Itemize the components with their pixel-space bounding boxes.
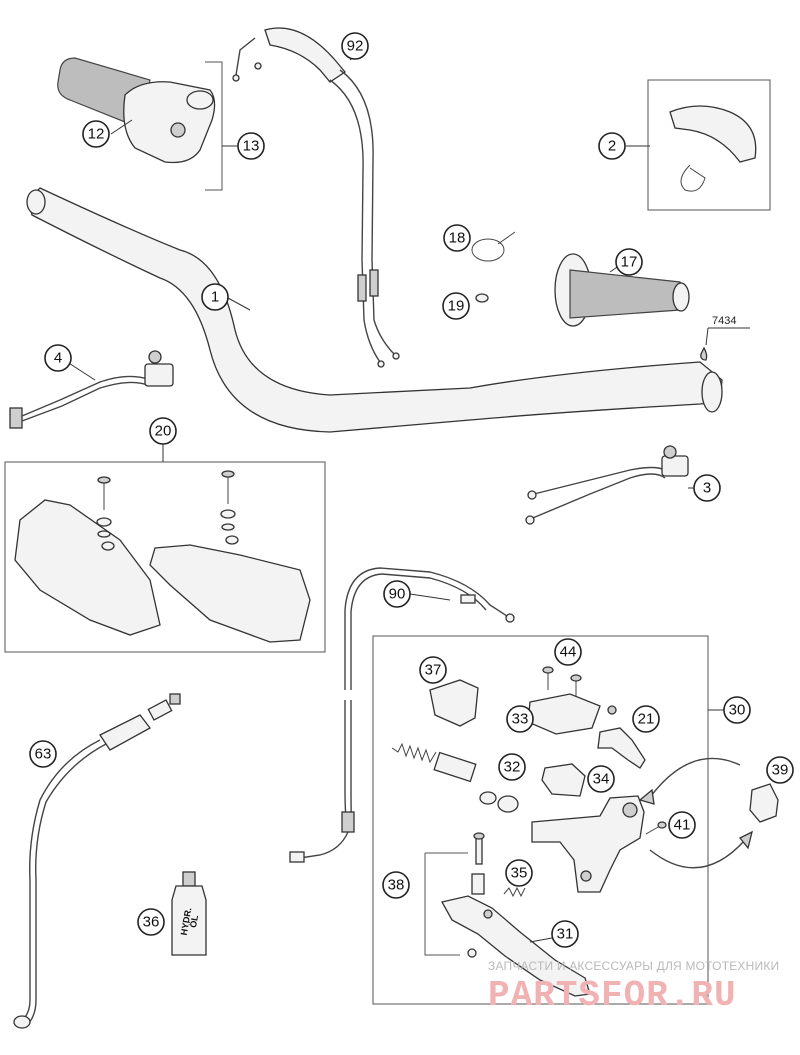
oil-bottle-label-line1: HYDR. bbox=[179, 907, 194, 936]
oil-bottle-label-line2: ÖL bbox=[188, 914, 200, 929]
clutch-parts bbox=[391, 666, 667, 997]
callout-18: 18 bbox=[443, 224, 471, 252]
callout-3: 3 bbox=[693, 474, 721, 502]
watermark-brand: PARTSFOR.RU bbox=[488, 975, 737, 1016]
throttle-cables bbox=[232, 27, 400, 368]
callout-35: 35 bbox=[505, 859, 533, 887]
hot-start-cable bbox=[13, 693, 181, 1029]
callout-31: 31 bbox=[551, 920, 579, 948]
svg-text:90: 90 bbox=[389, 586, 406, 603]
svg-text:32: 32 bbox=[504, 759, 521, 776]
svg-text:4: 4 bbox=[54, 350, 62, 367]
callout-36: 36 bbox=[137, 908, 165, 936]
callout-13: 13 bbox=[237, 132, 265, 160]
callout-33: 33 bbox=[506, 705, 534, 733]
clamp-39 bbox=[638, 757, 779, 869]
callout-2: 2 bbox=[598, 132, 626, 160]
svg-text:17: 17 bbox=[621, 254, 638, 271]
svg-text:1: 1 bbox=[211, 289, 219, 306]
kill-switch-right bbox=[525, 445, 689, 525]
callout-39: 39 bbox=[766, 756, 794, 784]
left-grip bbox=[554, 253, 690, 327]
callout-21: 21 bbox=[632, 705, 660, 733]
callout-38: 38 bbox=[382, 871, 410, 899]
handguards-kit bbox=[4, 444, 326, 653]
reference-note bbox=[700, 327, 750, 361]
handlebar bbox=[26, 187, 723, 433]
svg-text:19: 19 bbox=[448, 298, 465, 315]
callout-34: 34 bbox=[587, 765, 615, 793]
svg-text:41: 41 bbox=[674, 817, 691, 834]
svg-text:34: 34 bbox=[593, 771, 610, 788]
svg-text:38: 38 bbox=[388, 877, 405, 894]
svg-text:35: 35 bbox=[511, 865, 528, 882]
svg-text:44: 44 bbox=[560, 644, 577, 661]
small-nut bbox=[475, 293, 489, 303]
callout-20: 20 bbox=[149, 417, 177, 445]
svg-text:21: 21 bbox=[638, 711, 655, 728]
svg-text:12: 12 bbox=[88, 126, 105, 143]
callout-30: 30 bbox=[723, 696, 751, 724]
reference-number: 7434 bbox=[712, 315, 736, 327]
callout-19: 19 bbox=[442, 292, 470, 320]
grip-cover-box bbox=[647, 79, 771, 211]
svg-text:30: 30 bbox=[729, 702, 746, 719]
hydraulic-oil-bottle: HYDR. ÖL bbox=[171, 871, 207, 956]
callout-32: 32 bbox=[498, 753, 526, 781]
callout-41: 41 bbox=[668, 811, 696, 839]
svg-text:18: 18 bbox=[449, 230, 466, 247]
svg-text:36: 36 bbox=[143, 914, 160, 931]
callout-37: 37 bbox=[419, 656, 447, 684]
callout-63: 63 bbox=[29, 740, 57, 768]
clutch-assembly-frame bbox=[372, 635, 724, 1005]
svg-text:63: 63 bbox=[35, 746, 52, 763]
svg-text:33: 33 bbox=[512, 711, 529, 728]
svg-text:20: 20 bbox=[155, 423, 172, 440]
callout-92: 92 bbox=[341, 32, 369, 60]
callout-17: 17 bbox=[615, 248, 643, 276]
svg-text:39: 39 bbox=[772, 762, 789, 779]
svg-text:31: 31 bbox=[557, 926, 574, 943]
svg-text:13: 13 bbox=[243, 138, 260, 155]
callout-12: 12 bbox=[82, 120, 110, 148]
svg-text:2: 2 bbox=[608, 138, 616, 155]
callout-4: 4 bbox=[44, 344, 72, 372]
svg-text:37: 37 bbox=[425, 662, 442, 679]
kill-switch-left bbox=[9, 350, 174, 429]
cable-tie bbox=[471, 231, 516, 262]
clutch-cable bbox=[289, 567, 515, 863]
callout-1: 1 bbox=[201, 283, 229, 311]
callout-90: 90 bbox=[383, 580, 411, 608]
throttle-grip-assembly bbox=[57, 57, 223, 191]
leader-lines bbox=[60, 45, 698, 943]
watermark-tagline: ЗАПЧАСТИ И АКСЕССУАРЫ ДЛЯ МОТОТЕХНИКИ bbox=[488, 959, 780, 973]
svg-text:92: 92 bbox=[347, 38, 364, 55]
callout-44: 44 bbox=[554, 638, 582, 666]
svg-text:3: 3 bbox=[703, 480, 711, 497]
